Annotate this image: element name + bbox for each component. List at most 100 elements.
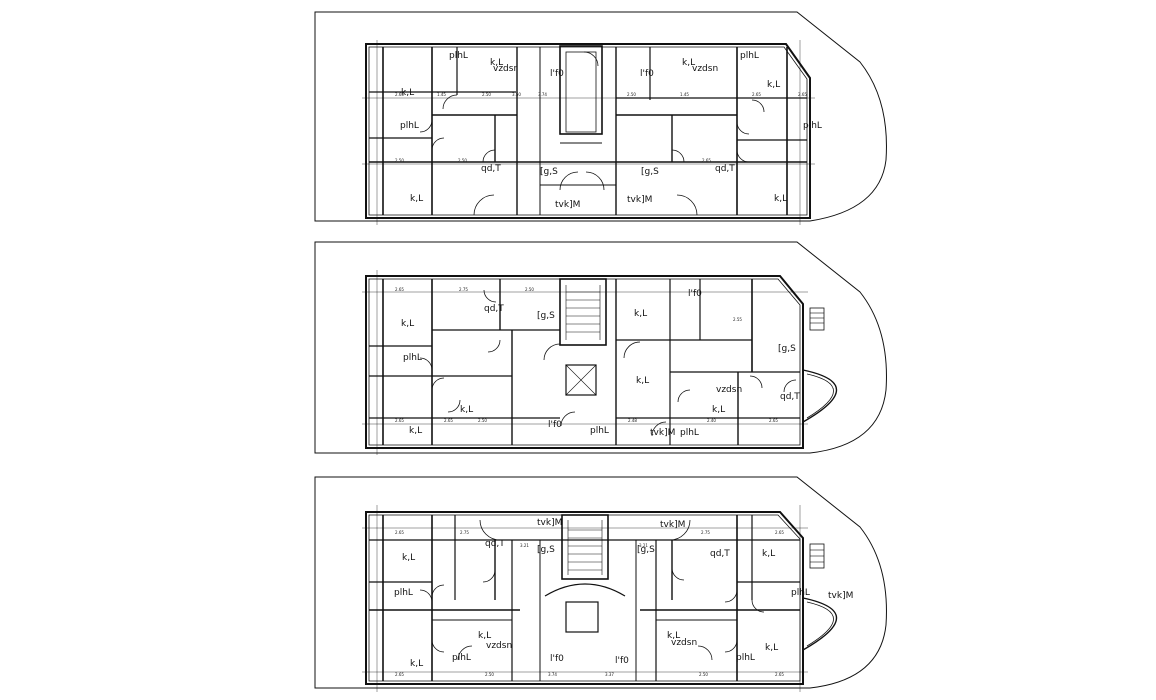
plan-3-labels: tvk]M tvk]M qd,T [g,S [g,S qd,T k,L k,L plhL plhL…	[394, 518, 853, 677]
plot-boundary-3	[314, 476, 887, 689]
room-label: k,L	[636, 376, 649, 386]
dimension-label: 2.65	[798, 92, 807, 97]
room-label: k,L	[401, 319, 414, 329]
room-label: vzdsn	[671, 638, 697, 648]
dimension-label: 2.65	[752, 92, 761, 97]
outer-wall-3	[365, 511, 804, 685]
room-label: l'f0	[640, 69, 654, 79]
dimension-label: 2.48	[628, 418, 637, 423]
dimension-label: 2.75	[459, 287, 468, 292]
dimension-label: 2.65	[775, 530, 784, 535]
room-label: qd,T	[780, 392, 800, 402]
room-label: [g,S	[540, 167, 558, 177]
room-label: plhL	[449, 51, 468, 61]
floor-plan-2	[314, 241, 887, 455]
room-label: k,L	[667, 631, 680, 641]
plot-boundary-2	[314, 241, 887, 454]
room-label: vzdsn	[716, 385, 742, 395]
dimension-label: 2.50	[699, 672, 708, 677]
floor-plan-1	[314, 11, 887, 225]
room-label: k,L	[762, 549, 775, 559]
room-label: tvk]M	[627, 195, 652, 205]
room-label: vzdsn	[692, 64, 718, 74]
dimension-label: 2.50	[485, 672, 494, 677]
room-label: k,L	[767, 80, 780, 90]
room-label: plhL	[740, 51, 759, 61]
room-label: l'f0	[688, 289, 702, 299]
room-label: [g,S	[778, 344, 796, 354]
room-label: qd,T	[481, 164, 501, 174]
floor-plan-3	[314, 476, 887, 692]
dimension-label: 2.50	[395, 158, 404, 163]
room-label: qd,T	[484, 304, 504, 314]
room-label: vzdsn	[486, 641, 512, 651]
room-label: plhL	[736, 653, 755, 663]
plot-boundary-1	[314, 11, 887, 222]
dimension-label: 3.74	[548, 672, 557, 677]
room-label: k,L	[402, 553, 415, 563]
room-label: vzdsr	[493, 64, 517, 74]
dimension-label: 2.65	[395, 287, 404, 292]
room-label: plhL	[452, 653, 471, 663]
room-label: k,L	[490, 58, 503, 68]
dimension-label: 2.65	[769, 418, 778, 423]
room-label: plhL	[403, 353, 422, 363]
balcony-3	[802, 597, 837, 651]
dimension-label: 3.21	[520, 543, 529, 548]
dimension-label: 2.65	[395, 672, 404, 677]
dimension-label: 2.65	[444, 418, 453, 423]
outer-wall-2	[365, 275, 804, 449]
room-label: qd,T	[715, 164, 735, 174]
dimension-label: 2.65	[395, 418, 404, 423]
room-label: tvk]M	[537, 518, 562, 528]
room-label: plhL	[680, 428, 699, 438]
dimension-label: 2.65	[775, 672, 784, 677]
room-label: k,L	[409, 426, 422, 436]
room-label: plhL	[803, 121, 822, 131]
room-label: plhL	[590, 426, 609, 436]
dimension-label: 2.75	[701, 530, 710, 535]
dimension-label: 3.21	[639, 543, 648, 548]
room-label: tvk]M	[828, 591, 853, 601]
room-label: plhL	[791, 588, 810, 598]
outer-wall-1	[365, 43, 811, 219]
room-label: k,L	[774, 194, 787, 204]
dimension-label: 3.37	[605, 672, 614, 677]
plan-2-labels: l'f0 qd,T k,L [g,S k,L [g,S plhL k,L vzdsn qd,T k,…	[395, 287, 800, 438]
room-label: tvk]M	[555, 200, 580, 210]
dimension-label: 3.50	[512, 92, 521, 97]
room-label: qd,T	[710, 549, 730, 559]
room-label: [g,S	[637, 545, 655, 555]
room-label: [g,S	[537, 311, 555, 321]
dimension-label: 2.40	[707, 418, 716, 423]
room-label: [g,S	[641, 167, 659, 177]
dimension-label: 2.50	[478, 418, 487, 423]
room-label: k,L	[460, 405, 473, 415]
dimension-label: 2.75	[460, 530, 469, 535]
dimension-label: 1.45	[680, 92, 689, 97]
dimension-label: 2.65	[702, 158, 711, 163]
room-label: [g,S	[537, 545, 555, 555]
room-label: k,L	[682, 58, 695, 68]
dimension-label: 2.50	[627, 92, 636, 97]
room-label: k,L	[634, 309, 647, 319]
dimension-label: 2.65	[395, 92, 404, 97]
room-label: tvk]M	[660, 520, 685, 530]
room-label: k,L	[401, 88, 414, 98]
dimension-label: 1.45	[437, 92, 446, 97]
room-label: k,L	[712, 405, 725, 415]
room-label: k,L	[478, 631, 491, 641]
room-label: l'f0	[548, 420, 562, 430]
dimension-label: 2.50	[458, 158, 467, 163]
dimension-label: 2.55	[733, 317, 742, 322]
room-label: l'f0	[615, 656, 629, 666]
room-label: l'f0	[550, 654, 564, 664]
room-label: tvk]M	[650, 428, 675, 438]
room-label: k,L	[410, 659, 423, 669]
room-label: qd,T	[485, 539, 505, 549]
dimension-label: 2.50	[482, 92, 491, 97]
balcony-2	[802, 369, 837, 423]
dimension-label: 2.50	[525, 287, 534, 292]
